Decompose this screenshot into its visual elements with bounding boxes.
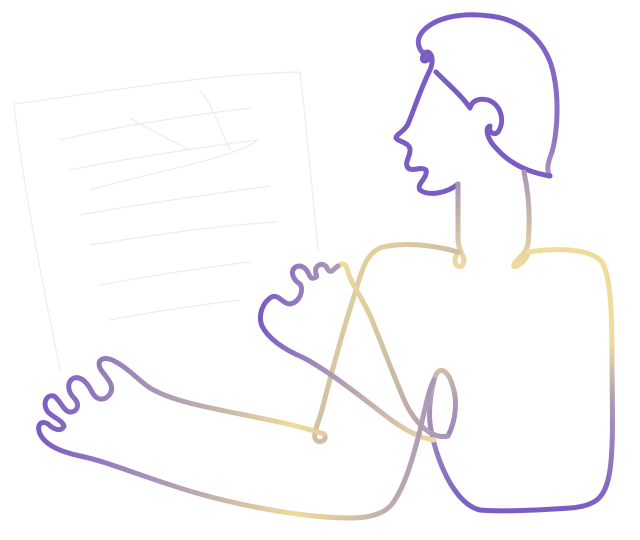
neck-back: [511, 169, 532, 270]
raised-hand: [257, 261, 437, 443]
lower-arm: [36, 356, 437, 521]
ear: [433, 69, 553, 179]
face-profile: [393, 67, 461, 196]
shoulder-line: [312, 242, 461, 445]
torso-outline: [427, 247, 615, 514]
raised-arm: [335, 261, 451, 439]
head-outline: [415, 12, 560, 179]
hair-curl: [419, 49, 435, 73]
neck-front: [452, 181, 467, 269]
ghost-background-board: [13, 71, 319, 371]
